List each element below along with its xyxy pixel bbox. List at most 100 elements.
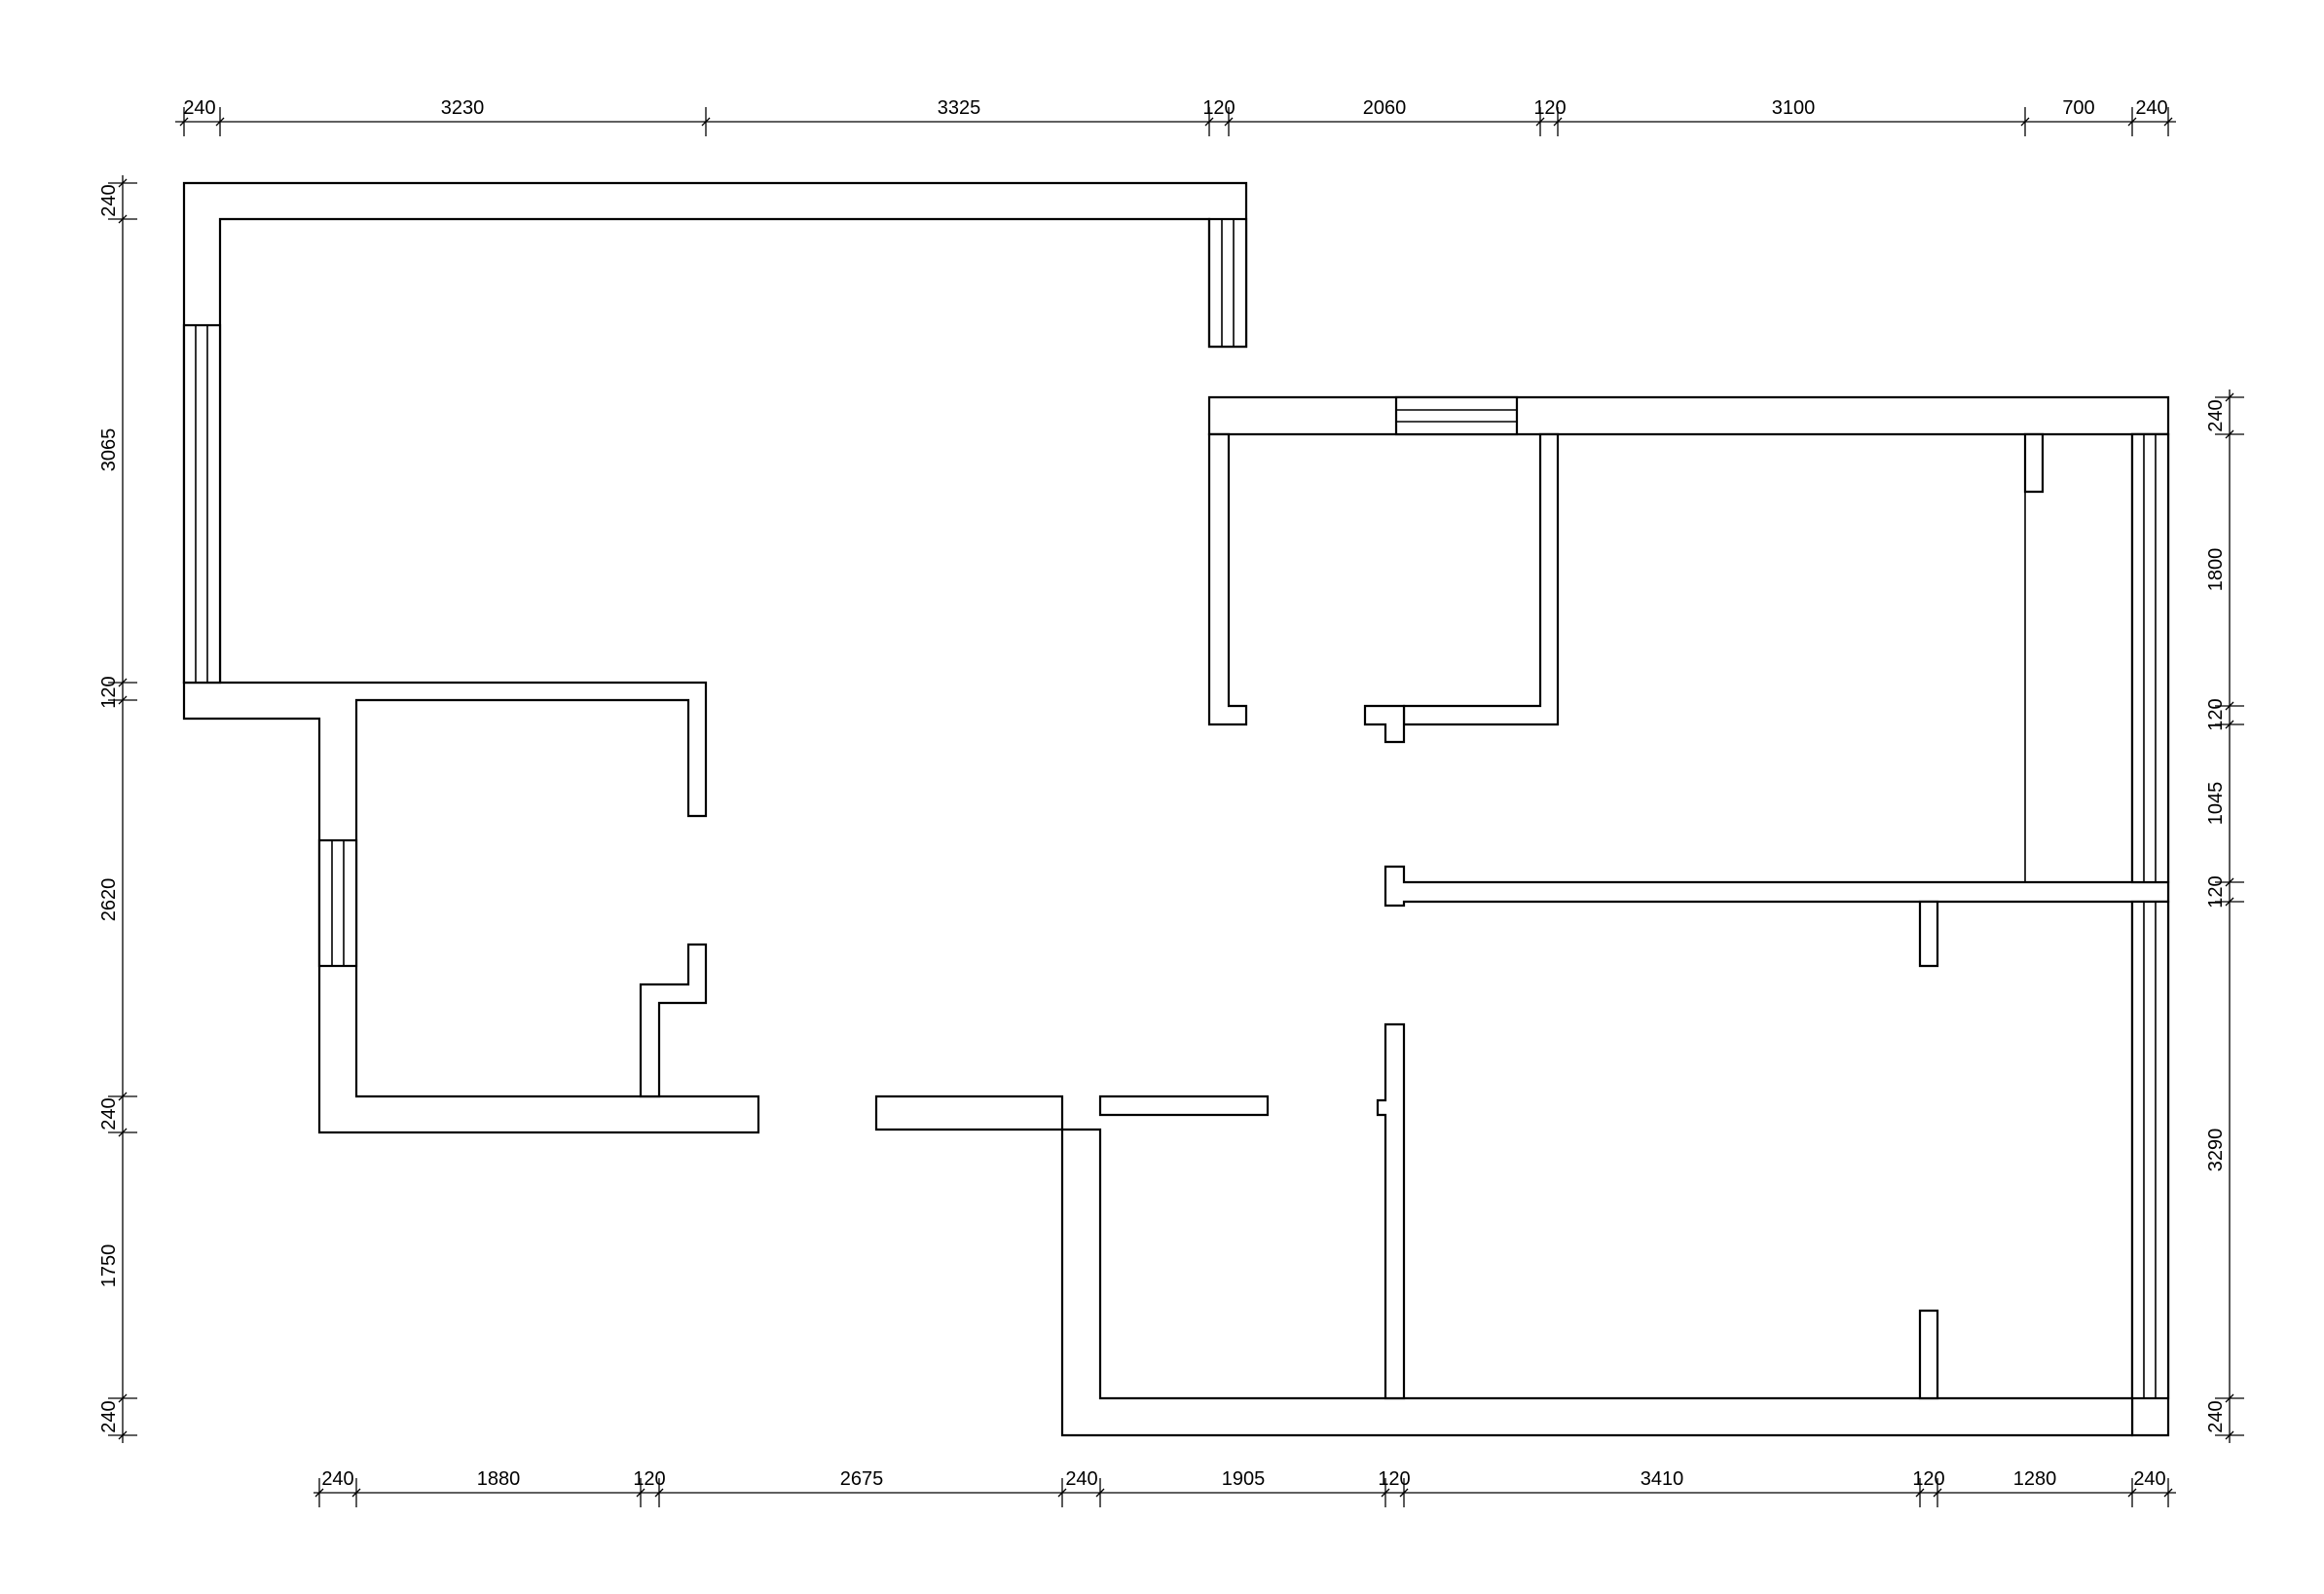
- dim-bottom-5: 1905: [1222, 1468, 1266, 1490]
- window-top-right: [1394, 395, 1519, 436]
- dimension-labels-top: 240 3230 3325 120 2060 120 3100 700 240: [183, 97, 2167, 119]
- wall-bath-stub: [1363, 704, 1406, 744]
- wall-middle: [1383, 865, 2170, 908]
- wall-stub-1: [2023, 432, 2045, 494]
- dimension-tick: [118, 1128, 128, 1137]
- window-right-upper: [2130, 432, 2170, 884]
- dimension-lines: [122, 121, 2231, 1494]
- dimension-tick: [1535, 117, 1545, 127]
- dimension-tick: [2020, 117, 2030, 127]
- dim-right-0: 240: [2205, 399, 2227, 431]
- dim-top-5: 120: [1533, 97, 1566, 119]
- wall-bath: [1402, 432, 1560, 726]
- wall-stub-2: [1918, 900, 1939, 968]
- dimension-tick: [2127, 117, 2137, 127]
- dimension-tick: [1057, 1488, 1067, 1498]
- dim-top-6: 3100: [1772, 97, 1816, 119]
- dimension-tick: [118, 1092, 128, 1101]
- wall-kitchen-top-right: [1098, 1094, 1270, 1117]
- dim-bottom-3: 2675: [840, 1468, 884, 1490]
- dim-top-2: 3325: [938, 97, 981, 119]
- wall-closet-fin: [639, 943, 708, 1098]
- dimension-tick: [636, 1488, 646, 1498]
- dimension-tick: [118, 1393, 128, 1403]
- dimension-tick: [654, 1488, 664, 1498]
- dimension-tick: [2225, 897, 2234, 907]
- dim-right-4: 120: [2205, 875, 2227, 908]
- dimension-tick: [2163, 1488, 2173, 1498]
- window-right-lower: [2130, 900, 2170, 1400]
- dim-top-4: 2060: [1363, 97, 1407, 119]
- dim-bottom-10: 240: [2133, 1468, 2165, 1490]
- dimension-tick: [118, 178, 128, 188]
- walls: [182, 181, 2170, 1437]
- dimension-labels-bottom: 240 1880 120 2675 240 1905 120 3410 120 …: [321, 1468, 2165, 1490]
- dimension-tick: [2225, 720, 2234, 729]
- dim-bottom-1: 1880: [477, 1468, 521, 1490]
- dim-bottom-4: 240: [1065, 1468, 1097, 1490]
- dimension-tick: [2225, 1393, 2234, 1403]
- dim-left-0: 240: [98, 184, 120, 216]
- dimension-ticks: [108, 107, 2244, 1507]
- dim-top-1: 3230: [441, 97, 485, 119]
- dim-right-5: 3290: [2205, 1129, 2227, 1172]
- dimension-tick: [2225, 429, 2234, 439]
- dimension-tick: [118, 214, 128, 224]
- dim-left-5: 1750: [98, 1244, 120, 1288]
- dimension-tick: [314, 1488, 324, 1498]
- wall-bedroom-left: [1376, 1022, 1406, 1400]
- dim-bottom-7: 3410: [1641, 1468, 1684, 1490]
- dimension-tick: [2127, 1488, 2137, 1498]
- dimension-tick: [1399, 1488, 1409, 1498]
- dimension-tick: [2225, 701, 2234, 711]
- dim-bottom-8: 120: [1912, 1468, 1944, 1490]
- wall-top-left: [182, 181, 1248, 685]
- dim-bottom-9: 1280: [2013, 1468, 2057, 1490]
- dimension-tick: [2225, 877, 2234, 887]
- dimension-labels-left: 240 3065 120 2620 240 1750 240: [98, 184, 120, 1432]
- wall-left-room: [182, 681, 760, 1134]
- dimension-tick: [118, 695, 128, 705]
- window-left-top: [182, 323, 222, 685]
- wall-stub-3: [1918, 1309, 1939, 1400]
- dimension-tick: [1915, 1488, 1925, 1498]
- dim-left-6: 240: [98, 1400, 120, 1432]
- dimension-tick: [351, 1488, 361, 1498]
- dim-left-4: 240: [98, 1097, 120, 1130]
- dimension-tick: [2225, 1430, 2234, 1440]
- wall-bottom-right: [1060, 1128, 2134, 1437]
- dim-bottom-0: 240: [321, 1468, 353, 1490]
- dim-left-1: 3065: [98, 428, 120, 472]
- wall-kitchen-top: [874, 1094, 1064, 1131]
- dimension-tick: [2225, 392, 2234, 402]
- dim-right-6: 240: [2205, 1400, 2227, 1432]
- dimension-tick: [215, 117, 225, 127]
- dim-left-3: 2620: [98, 878, 120, 922]
- wall-corridor-left: [1207, 432, 1248, 726]
- dimension-tick: [2163, 117, 2173, 127]
- dim-top-7: 700: [2062, 97, 2094, 119]
- windows: [182, 217, 2170, 1400]
- dim-bottom-2: 120: [633, 1468, 665, 1490]
- dim-top-8: 240: [2135, 97, 2167, 119]
- dimension-tick: [1224, 117, 1234, 127]
- dimension-tick: [179, 117, 189, 127]
- dimension-tick: [118, 1430, 128, 1440]
- dimension-labels-right: 240 1800 120 1045 120 3290 240: [2205, 399, 2227, 1432]
- dim-right-2: 120: [2205, 698, 2227, 730]
- dim-right-1: 1800: [2205, 548, 2227, 592]
- wall-top-right: [1207, 395, 2170, 436]
- window-top-mid: [1207, 217, 1248, 349]
- dim-right-3: 1045: [2205, 782, 2227, 826]
- dimension-tick: [1204, 117, 1214, 127]
- dimension-tick: [118, 678, 128, 687]
- dim-bottom-6: 120: [1378, 1468, 1410, 1490]
- dim-top-0: 240: [183, 97, 215, 119]
- dim-top-3: 120: [1202, 97, 1235, 119]
- dimension-tick: [701, 117, 711, 127]
- dimension-tick: [1553, 117, 1563, 127]
- dimension-tick: [1381, 1488, 1390, 1498]
- dim-left-2: 120: [98, 676, 120, 708]
- dimension-tick: [1933, 1488, 1942, 1498]
